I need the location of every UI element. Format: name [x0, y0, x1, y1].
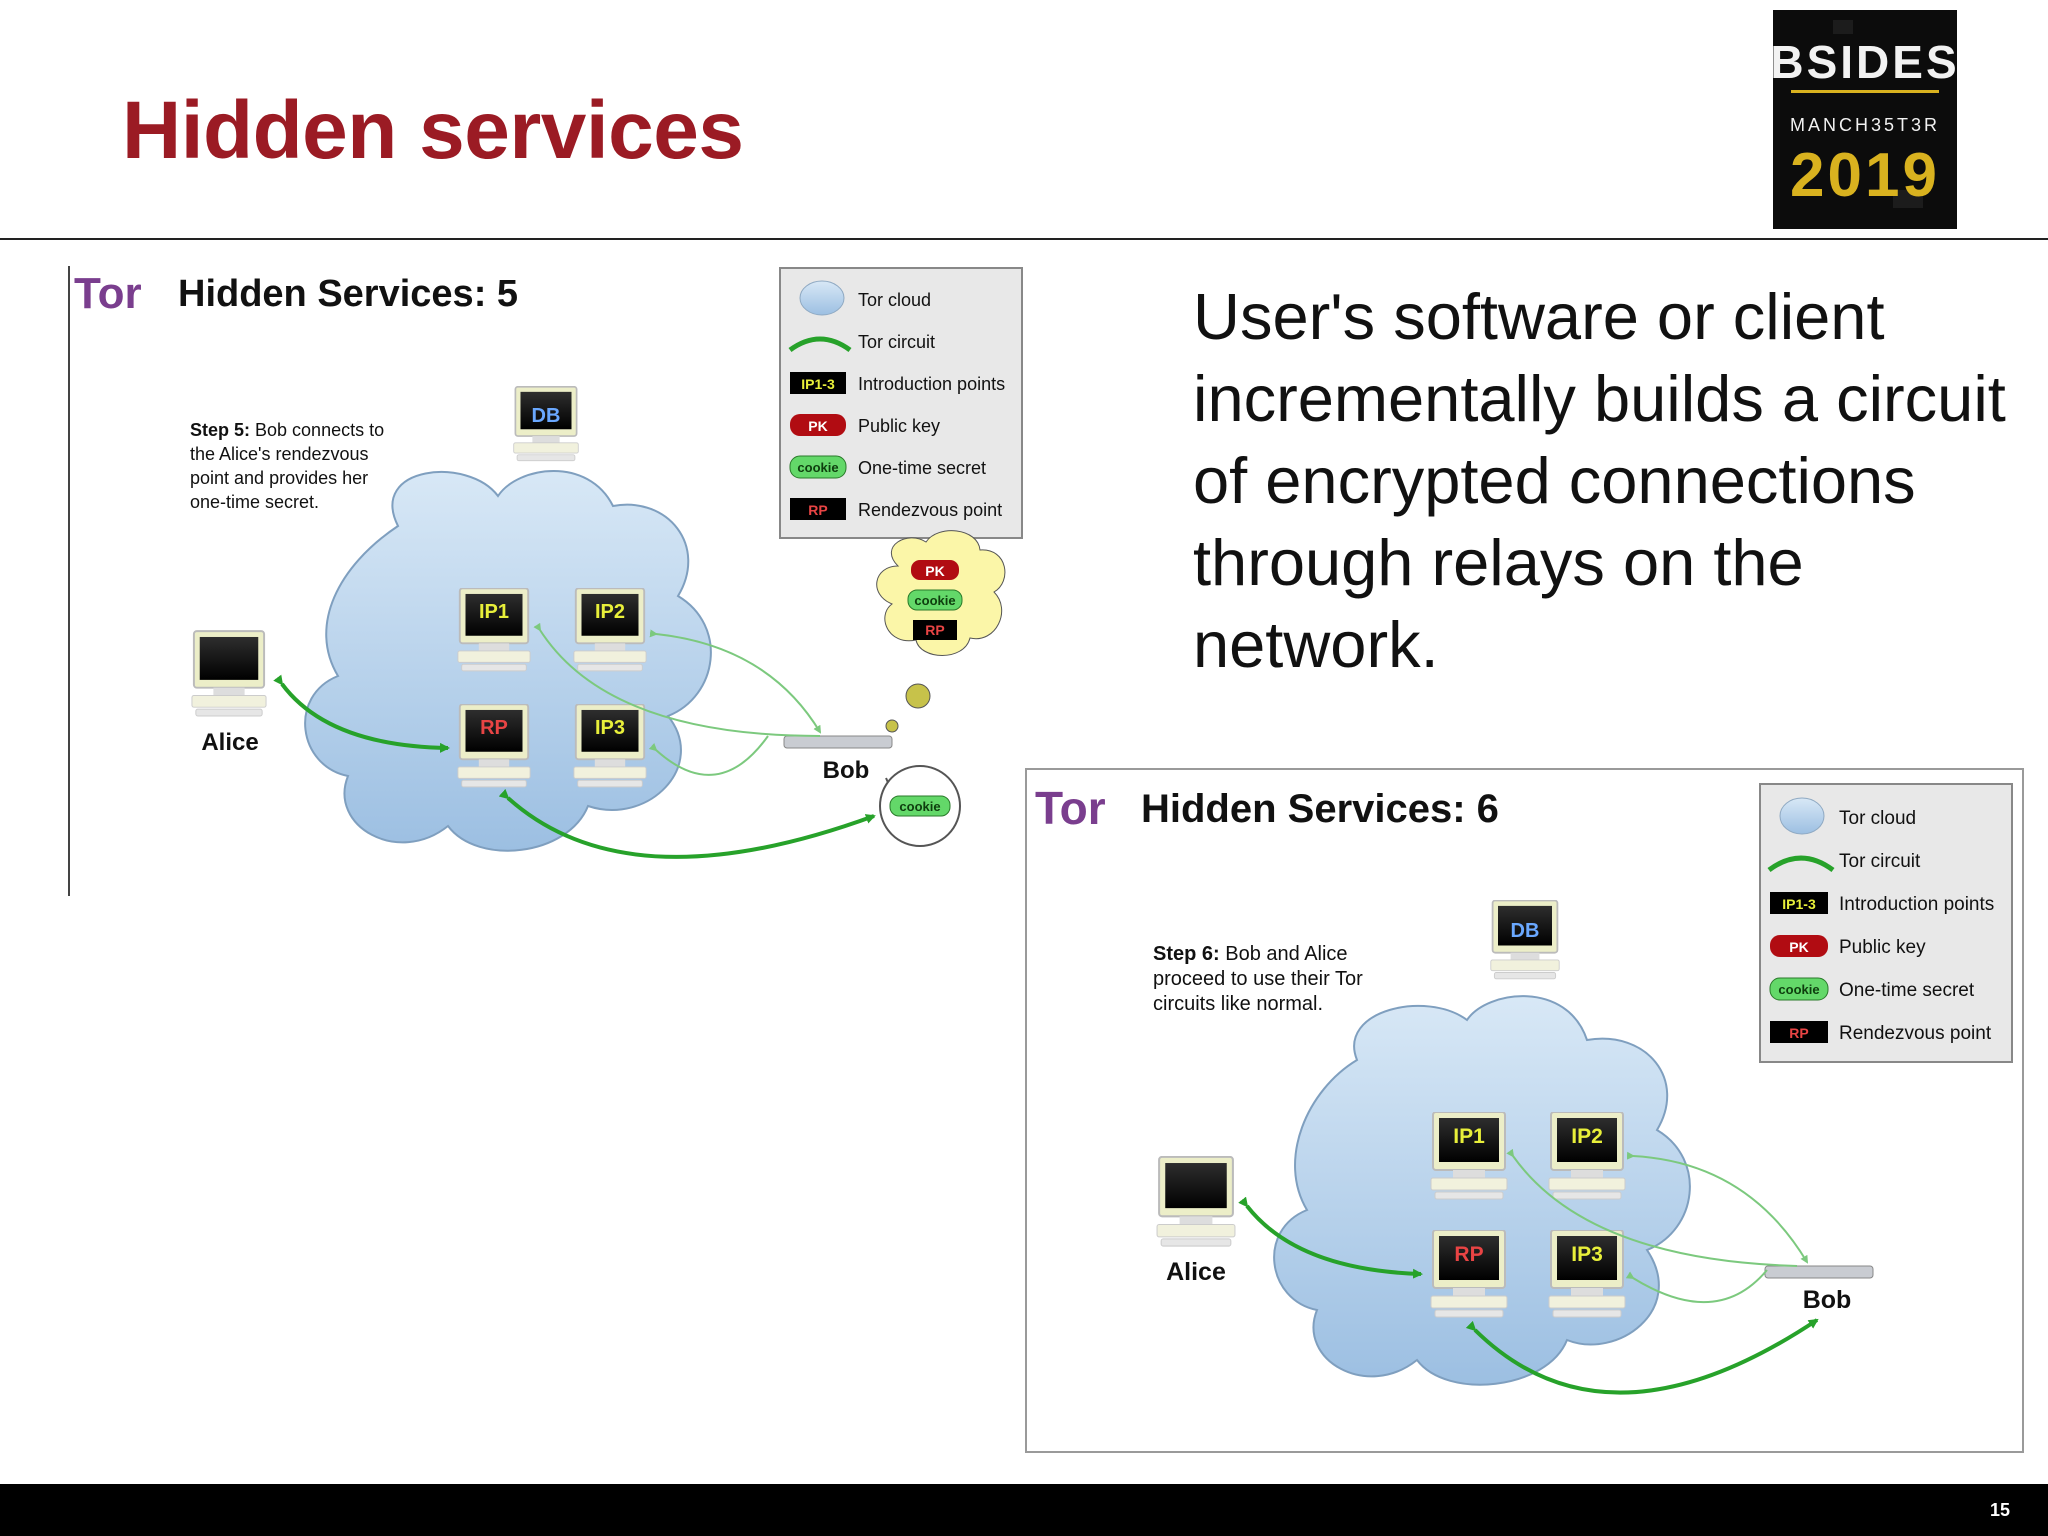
legend-label: One-time secret — [858, 458, 986, 478]
node-label: RP — [1454, 1243, 1483, 1266]
relay-rp: RP — [1430, 1230, 1508, 1318]
bubble-rp: RP — [925, 622, 944, 638]
tor-circuit-icon — [1767, 855, 1835, 873]
legend: Tor cloud Tor circuit IP1-3 Introduction… — [779, 267, 1023, 539]
bob-thought-bubble: PK cookie RP — [876, 530, 1006, 733]
figure-title: Hidden Services: 6 — [1141, 787, 1499, 831]
relay-ip3: IP3 — [1548, 1230, 1626, 1318]
tor-logo: Tor — [1035, 782, 1106, 834]
relay-ip1: IP1 — [1430, 1112, 1508, 1200]
legend-label: Tor cloud — [1839, 808, 1916, 829]
tor-cloud-icon — [799, 280, 845, 316]
legend-label: Public key — [858, 416, 940, 436]
node-label: IP1 — [479, 601, 509, 623]
legend-label: Rendezvous point — [858, 500, 1002, 520]
step-line: one-time secret. — [190, 492, 319, 512]
legend-badge: RP — [1789, 1025, 1808, 1041]
body-text: User's software or client incrementally … — [1193, 280, 2006, 681]
alice-computer: Alice — [190, 630, 268, 756]
db-server: DB — [512, 386, 580, 462]
tor-cloud-icon — [1779, 797, 1825, 835]
svg-text:Step 6: Bob and Alice: Step 6: Bob and Alice — [1153, 943, 1348, 965]
legend: Tor cloud Tor circuit IP1-3 Introduction… — [1759, 783, 2013, 1063]
bubble-bob-cookie: cookie — [899, 799, 940, 814]
legend-badge: PK — [1789, 939, 1808, 955]
tor-logo-text: Tor — [74, 269, 142, 318]
legend-badge: cookie — [1778, 982, 1819, 997]
bsides-logo: BSIDES MANCH35T3R 2019 — [1773, 10, 1957, 229]
legend-label: Introduction points — [1839, 894, 1994, 915]
node-label: RP — [480, 717, 508, 739]
svg-text:Step 5: Bob connects to: Step 5: Bob connects to — [190, 420, 384, 440]
legend-label: Tor cloud — [858, 290, 931, 310]
node-label: IP3 — [595, 717, 625, 739]
bob-speech-bubble: cookie — [879, 765, 961, 847]
step-description: Step 5: Bob connects to the Alice's rend… — [190, 420, 384, 512]
tor-logo-text: Tor — [1035, 782, 1106, 834]
relay-ip2: IP2 — [1548, 1112, 1626, 1200]
legend-label: Tor circuit — [1839, 851, 1921, 872]
bob-server: Bob — [783, 735, 893, 784]
step-label: Step 5: — [190, 420, 250, 440]
logo-line1: BSIDES — [1773, 36, 1957, 88]
node-label: DB — [532, 405, 561, 427]
step-label: Step 6: — [1153, 943, 1220, 965]
step-line: the Alice's rendezvous — [190, 444, 369, 464]
title-divider — [0, 238, 2048, 240]
logo-line3: 2019 — [1790, 141, 1940, 210]
tor-circuit-icon — [788, 336, 852, 353]
page-number: 15 — [1989, 1500, 2010, 1520]
tor-circuits — [1238, 1148, 1819, 1395]
legend-badge: IP1-3 — [801, 376, 835, 392]
figure-left-border — [68, 266, 70, 896]
relay-ip2: IP2 — [572, 588, 648, 672]
legend-badge: RP — [808, 502, 827, 518]
step-line: Bob and Alice — [1220, 943, 1348, 965]
node-label: Bob — [1803, 1286, 1852, 1314]
footer-bar: 15 — [0, 1484, 2048, 1536]
legend-badge: IP1-3 — [1782, 896, 1816, 912]
legend-label: One-time secret — [1839, 980, 1975, 1001]
legend-label: Tor circuit — [858, 332, 935, 352]
bubble-cookie: cookie — [914, 593, 955, 608]
slide-title: Hidden services — [122, 85, 744, 176]
node-label: Bob — [823, 757, 870, 784]
legend-label: Public key — [1839, 937, 1926, 958]
step-description: Step 6: Bob and Alice proceed to use the… — [1153, 943, 1363, 1015]
step-line: proceed to use their Tor — [1153, 968, 1363, 990]
node-label: DB — [1511, 920, 1540, 942]
node-label: IP2 — [595, 601, 625, 623]
node-label: IP3 — [1571, 1243, 1603, 1266]
legend-badge: cookie — [797, 460, 838, 475]
legend-badge: PK — [808, 418, 827, 434]
node-label: Alice — [1166, 1258, 1226, 1286]
node-label: Alice — [201, 729, 258, 756]
bob-server: Bob — [1764, 1265, 1874, 1314]
relay-rp: RP — [456, 704, 532, 788]
relay-ip1: IP1 — [456, 588, 532, 672]
step-line: Bob connects to — [250, 420, 384, 440]
alice-computer: Alice — [1156, 1156, 1236, 1286]
step-line: point and provides her — [190, 468, 368, 488]
legend-label: Introduction points — [858, 374, 1005, 394]
node-label: IP2 — [1571, 1125, 1603, 1148]
logo-line2: MANCH35T3R — [1790, 115, 1940, 135]
figure-title: Hidden Services: 5 — [178, 273, 518, 315]
bubble-pk: PK — [925, 563, 944, 579]
relay-ip3: IP3 — [572, 704, 648, 788]
legend-label: Rendezvous point — [1839, 1023, 1992, 1044]
tor-diagram-step6: Tor Hidden Services: 6 Tor cloud Tor cir… — [1025, 768, 2024, 1453]
db-server: DB — [1489, 900, 1561, 980]
tor-diagram-step5: Tor Hidden Services: 5 Tor cloud Tor cir… — [68, 266, 1028, 896]
tor-logo: Tor — [74, 269, 142, 318]
step-line: circuits like normal. — [1153, 993, 1323, 1015]
node-label: IP1 — [1453, 1125, 1485, 1148]
tor-circuits — [273, 622, 876, 859]
